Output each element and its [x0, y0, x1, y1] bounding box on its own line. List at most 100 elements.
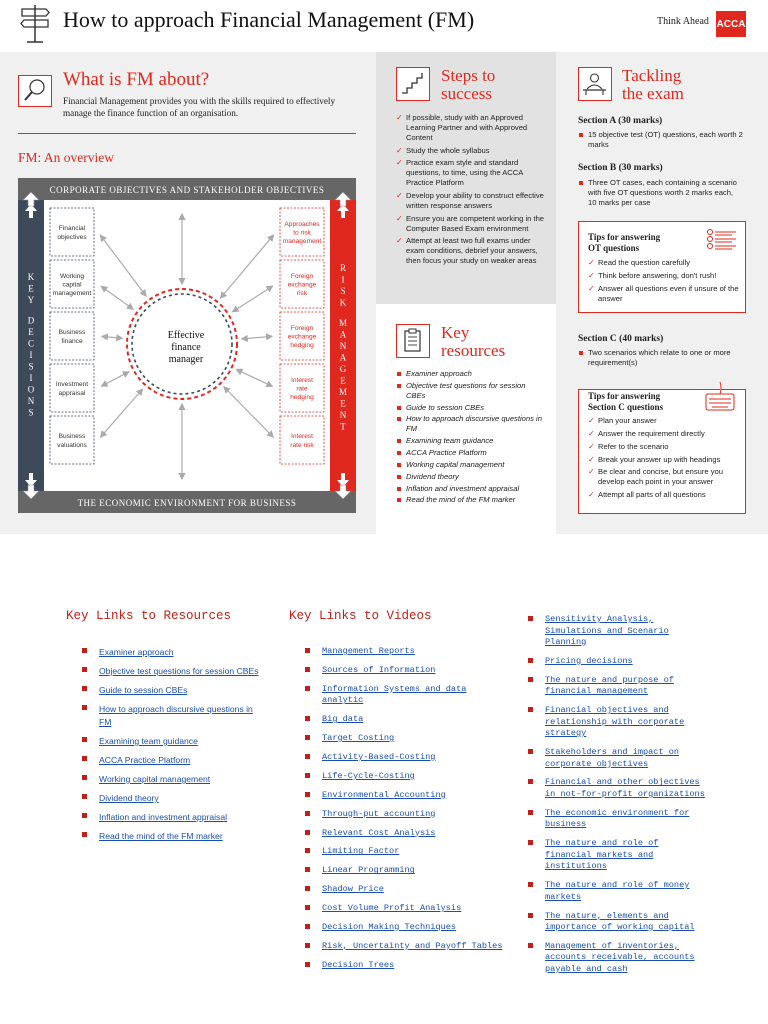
list-item: Sources of Information: [305, 665, 505, 677]
resource-link[interactable]: How to approach discursive questions in …: [99, 704, 253, 727]
bar-letter: N: [28, 396, 35, 406]
resource-link[interactable]: The nature and purpose of financial mana…: [545, 674, 674, 697]
ot-tips-title-line1: Tips for answering: [588, 232, 661, 242]
resource-link[interactable]: Decision Making Techniques: [322, 921, 457, 932]
section-a-list: 15 objective test (OT) questions, each w…: [578, 130, 743, 153]
resource-link[interactable]: Stakeholders and impact on corporate obj…: [545, 747, 680, 769]
list-item: The economic environment for business: [528, 808, 708, 831]
diagram-arrow: [100, 285, 135, 310]
list-item: Management Reports: [305, 646, 505, 658]
bar-letter: E: [340, 376, 346, 386]
bar-letter: E: [28, 327, 34, 337]
bar-letter: I: [30, 373, 33, 383]
magnifier-icon: [18, 75, 52, 107]
resource-link[interactable]: Target Costing: [322, 733, 395, 744]
signpost-icon: [20, 5, 50, 43]
resource-link[interactable]: Life-Cycle-Costing: [322, 770, 415, 781]
resource-link[interactable]: Management Reports: [322, 646, 415, 656]
list-item: Guide to session CBEs: [82, 684, 262, 697]
section-c-tips-list: Plan your answer Answer the requirement …: [588, 416, 740, 503]
list-item: If possible, study with an Approved Lear…: [396, 113, 546, 143]
list-item: Attempt all parts of all questions: [588, 490, 740, 500]
resource-link[interactable]: Limiting Factor: [322, 846, 400, 857]
resource-link[interactable]: Examining team guidance: [99, 736, 198, 746]
list-item: Financial objectives and relationship wi…: [528, 705, 708, 740]
resource-link[interactable]: Objective test questions for session CBE…: [99, 666, 259, 676]
list-item: Objective test questions for session CBE…: [396, 381, 546, 401]
resource-link[interactable]: Relevant Cost Analysis: [322, 827, 436, 838]
list-item: The nature and purpose of financial mana…: [528, 675, 708, 698]
list-item: Dividend theory: [396, 472, 546, 482]
resource-link[interactable]: Read the mind of the FM marker: [99, 831, 223, 841]
key-decisions-bar: [18, 200, 44, 491]
list-item: The nature and role of financial markets…: [528, 838, 708, 873]
ot-tips-title: Tips for answering OT questions: [588, 232, 660, 254]
resource-link[interactable]: Activity-Based-Costing: [322, 751, 436, 762]
steps-title: Steps to success: [441, 67, 495, 103]
ot-tips-title-line2: OT questions: [588, 242, 640, 253]
resource-link[interactable]: Examiner approach: [99, 647, 174, 657]
resource-link[interactable]: Information Systems and data analytic: [322, 683, 467, 706]
resource-link[interactable]: Through-put accounting: [322, 808, 436, 819]
clipboard-icon: [396, 324, 430, 358]
diagram-arrow: [235, 368, 274, 388]
section-c-tips-title: Tips for answering Section C questions: [588, 391, 663, 413]
list-item: Develop your ability to construct effect…: [396, 191, 546, 211]
list-item: Shadow Price: [305, 884, 505, 896]
bar-letter: A: [340, 330, 347, 340]
top-banner: [18, 178, 356, 200]
resource-link[interactable]: The economic environment for business: [545, 807, 690, 830]
resource-link[interactable]: Dividend theory: [99, 793, 159, 803]
resource-link[interactable]: Risk, Uncertainty and Payoff Tables: [322, 940, 503, 951]
resource-link[interactable]: Inflation and investment appraisal: [99, 812, 228, 822]
resource-link[interactable]: Decision Trees: [322, 959, 395, 970]
resource-link[interactable]: Pricing decisions: [545, 655, 633, 666]
list-item: Management of inventories, accounts rece…: [528, 941, 708, 976]
steps-icon: [396, 67, 430, 101]
resources-list: Examiner approach Objective test questio…: [396, 369, 546, 507]
header: How to approach Financial Management (FM…: [0, 0, 768, 52]
list-item: Dividend theory: [82, 792, 262, 805]
list-item: Financial and other objectives in not-fo…: [528, 777, 708, 800]
risk-item-box: [279, 207, 325, 257]
resource-link[interactable]: Sources of Information: [322, 664, 436, 675]
list-item: Target Costing: [305, 733, 505, 745]
list-item: Working capital management: [396, 460, 546, 470]
list-item: Examining team guidance: [396, 436, 546, 446]
resource-link[interactable]: The nature and role of money markets: [545, 880, 690, 902]
risk-management-bar: [330, 200, 356, 491]
bar-letter: C: [28, 339, 34, 349]
list-item: Stakeholders and impact on corporate obj…: [528, 747, 708, 770]
resource-link[interactable]: ACCA Practice Platform: [99, 755, 191, 765]
resource-link[interactable]: Shadow Price: [322, 884, 384, 895]
resource-link[interactable]: Guide to session CBEs: [99, 685, 188, 695]
resource-link[interactable]: Linear Programming: [322, 865, 415, 876]
keyboard-icon: [705, 381, 735, 411]
ot-tips-list: Read the question carefully Think before…: [588, 258, 740, 306]
resource-link[interactable]: The nature, elements and importance of w…: [545, 910, 695, 933]
list-item: Break your answer up with headings: [588, 455, 740, 465]
divider: [18, 133, 356, 134]
bar-letter: S: [28, 408, 33, 418]
bar-letter: G: [340, 364, 347, 374]
section-b-label: Section B (30 marks): [578, 163, 663, 173]
resource-link[interactable]: Financial objectives and relationship wi…: [545, 705, 685, 739]
resource-link[interactable]: Environmental Accounting: [322, 789, 446, 800]
list-item: Two scenarios which relate to one or mor…: [578, 348, 743, 368]
list-item: Inflation and investment appraisal: [396, 484, 546, 494]
resource-link[interactable]: Sensitivity Analysis, Simulations and Sc…: [545, 614, 669, 647]
resource-link[interactable]: Working capital management: [99, 774, 211, 784]
steps-title-line2: success: [441, 83, 492, 103]
resource-link[interactable]: The nature and role of financial markets…: [545, 838, 659, 872]
diagram-arrow: [99, 388, 144, 438]
resource-link[interactable]: Management of inventories, accounts rece…: [545, 940, 695, 974]
list-item: Study the whole syllabus: [396, 146, 546, 156]
resource-link[interactable]: Cost Volume Profit Analysis: [322, 903, 462, 914]
resource-link[interactable]: Financial and other objectives in not-fo…: [545, 777, 705, 799]
videos-links-heading: Key Links to Videos: [289, 609, 432, 623]
resource-link[interactable]: Big data: [322, 714, 364, 725]
list-item: Plan your answer: [588, 416, 740, 426]
